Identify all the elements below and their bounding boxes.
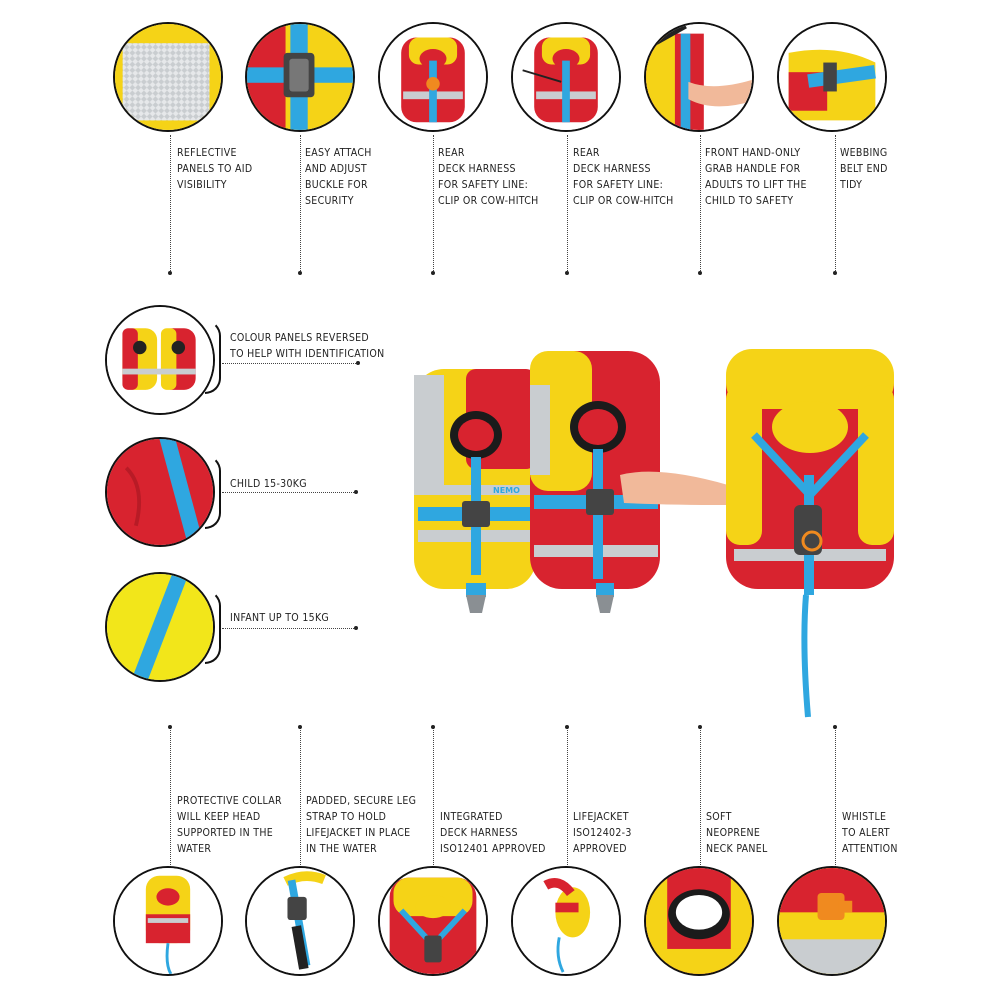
child-lifejacket <box>530 351 660 613</box>
leader-line <box>835 135 836 273</box>
rear-harness-clip-icon <box>378 22 488 132</box>
protective-collar-icon <box>113 866 223 976</box>
whistle-icon <box>777 866 887 976</box>
feature-label-neck-panel: SOFT NEOPRENE NECK PANEL <box>706 811 768 855</box>
infant-lifejacket: NEMO <box>414 369 536 613</box>
rear-lifejacket <box>726 349 894 718</box>
leader-line <box>170 135 171 273</box>
brand-mark: NEMO <box>493 486 520 495</box>
deck-harness-icon <box>378 866 488 976</box>
leader-line <box>433 727 434 885</box>
feature-label-webbing: WEBBING BELT END TIDY <box>840 147 888 191</box>
leader-line <box>222 492 356 493</box>
leader-dot <box>833 725 837 729</box>
leader-line <box>222 628 356 629</box>
leader-line <box>222 363 358 364</box>
leader-line <box>300 135 301 273</box>
feature-label-iso: LIFEJACKET ISO12402-3 APPROVED <box>573 811 632 855</box>
bracket-arc <box>205 320 221 394</box>
leader-line <box>433 135 434 273</box>
feature-label-colour-panels: COLOUR PANELS REVERSED TO HELP WITH IDEN… <box>230 332 385 360</box>
leader-line <box>567 135 568 273</box>
child-fabric-swatch-icon <box>105 437 215 547</box>
feature-label-rear-harness-2: REAR DECK HARNESS FOR SAFETY LINE: CLIP … <box>573 147 674 207</box>
leader-dot <box>431 271 435 275</box>
feature-label-whistle: WHISTLE TO ALERT ATTENTION <box>842 811 898 855</box>
leader-line <box>300 727 301 885</box>
buckle-closeup-icon <box>245 22 355 132</box>
feature-label-buckle: EASY ATTACH AND ADJUST BUCKLE FOR SECURI… <box>305 147 372 207</box>
leader-dot <box>168 271 172 275</box>
feature-label-deck-harness: INTEGRATED DECK HARNESS ISO12401 APPROVE… <box>440 811 546 855</box>
bracket-arc <box>205 590 221 664</box>
feature-label-reflective: REFLECTIVE PANELS TO AID VISIBILITY <box>177 147 253 191</box>
feature-label-rear-harness-1: REAR DECK HARNESS FOR SAFETY LINE: CLIP … <box>438 147 539 207</box>
adult-arm <box>620 471 728 505</box>
neck-panel-icon <box>644 866 754 976</box>
rear-harness-cowhitch-icon <box>511 22 621 132</box>
leader-dot <box>565 725 569 729</box>
leader-dot <box>298 271 302 275</box>
leader-dot <box>698 271 702 275</box>
lifejackets-product-image: NEMO <box>414 349 894 718</box>
leader-dot <box>833 271 837 275</box>
leader-line <box>700 135 701 273</box>
leader-dot <box>565 271 569 275</box>
leader-dot <box>698 725 702 729</box>
infant-fabric-swatch-icon <box>105 572 215 682</box>
feature-label-child: CHILD 15-30KG <box>230 478 307 490</box>
leader-dot <box>354 626 358 630</box>
feature-label-grab-handle: FRONT HAND-ONLY GRAB HANDLE FOR ADULTS T… <box>705 147 807 207</box>
leader-dot <box>354 490 358 494</box>
webbing-tidy-icon <box>777 22 887 132</box>
bracket-arc <box>205 455 221 529</box>
leader-dot <box>431 725 435 729</box>
leader-dot <box>298 725 302 729</box>
leader-line <box>700 727 701 885</box>
leg-strap-icon <box>245 866 355 976</box>
colour-panels-icon <box>105 305 215 415</box>
leader-line <box>835 727 836 885</box>
leader-line <box>170 727 171 885</box>
grab-handle-icon <box>644 22 754 132</box>
lifejacket-side-icon <box>511 866 621 976</box>
leader-dot <box>356 361 360 365</box>
feature-label-protective-collar: PROTECTIVE COLLAR WILL KEEP HEAD SUPPORT… <box>177 795 282 855</box>
feature-label-infant: INFANT UP TO 15KG <box>230 612 330 624</box>
feature-label-leg-strap: PADDED, SECURE LEG STRAP TO HOLD LIFEJAC… <box>306 795 417 855</box>
leader-line <box>567 727 568 885</box>
reflective-panel-closeup-icon <box>113 22 223 132</box>
leader-dot <box>168 725 172 729</box>
